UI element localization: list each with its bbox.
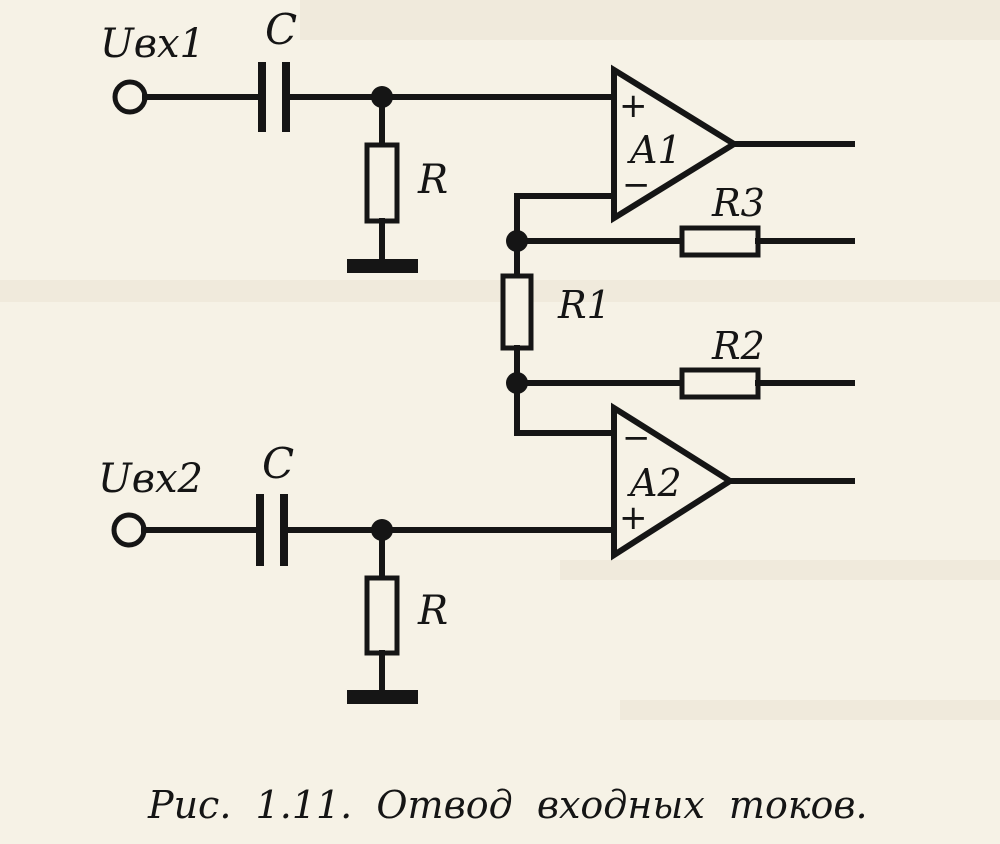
bleed-band (620, 700, 1000, 720)
label-resistor-r-bottom: R (417, 588, 448, 634)
label-input-1: Uвх1 (100, 21, 205, 67)
label-a1-plus: + (619, 86, 648, 126)
label-a1: A1 (627, 128, 682, 172)
label-a1-minus: − (622, 165, 651, 205)
resistor-r1 (500, 273, 534, 351)
label-a2-plus: + (619, 498, 648, 538)
bleed-band (560, 560, 1000, 580)
opamp-a1 (611, 64, 740, 224)
label-input-2: Uвх2 (98, 456, 203, 502)
figure-caption: Рис. 1.11. Отвод входных токов. (147, 783, 868, 827)
label-capacitor-top: C (265, 5, 297, 54)
label-r1: R1 (557, 283, 611, 327)
label-r2: R2 (711, 324, 765, 368)
label-r3: R3 (711, 181, 765, 225)
resistor-r-bottom (364, 575, 400, 656)
label-a2: A2 (627, 461, 682, 505)
input-terminal-1 (112, 79, 148, 115)
label-capacitor-bottom: C (262, 439, 294, 488)
resistor-r2 (679, 367, 761, 400)
bleed-band (300, 0, 1000, 40)
input-terminal-2 (111, 512, 147, 548)
opamp-a2 (611, 402, 736, 561)
label-a2-minus: − (622, 418, 651, 458)
wire-a2-minus (514, 380, 617, 436)
wire-a1-minus (514, 193, 617, 244)
label-resistor-r-top: R (417, 157, 448, 203)
resistor-r3 (679, 225, 761, 258)
resistor-r-top (364, 142, 400, 224)
bleed-band (0, 280, 1000, 302)
background-bleed-text (0, 0, 1000, 720)
